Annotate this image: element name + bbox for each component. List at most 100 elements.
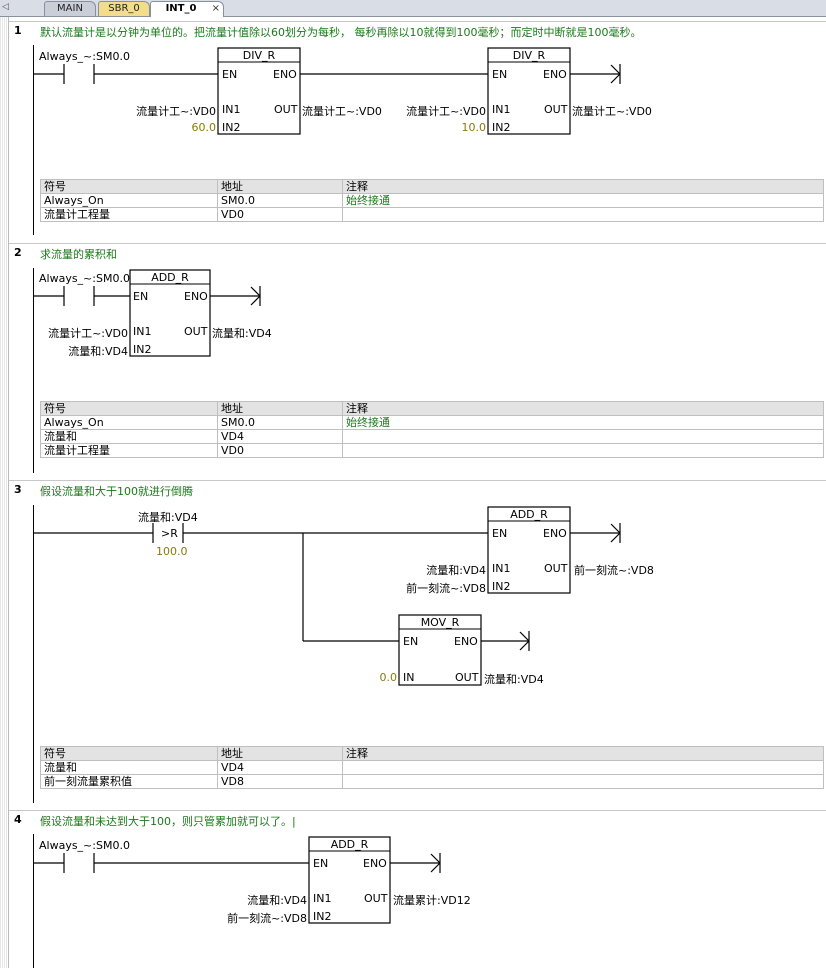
- operand-out[interactable]: 流量计工~:VD0: [302, 105, 382, 118]
- editor-tab-bar: ◁ MAIN SBR_0 INT_0 ×: [0, 0, 826, 17]
- operand-in1[interactable]: 流量计工~:VD0: [406, 105, 486, 118]
- pin-en: EN: [222, 68, 238, 81]
- tab-sbr-0[interactable]: SBR_0: [98, 1, 150, 16]
- div-r-box-2[interactable]: [487, 47, 571, 135]
- pin-in2: IN2: [313, 910, 332, 923]
- network-comment[interactable]: 假设流量和未达到大于100，则只管累加就可以了。|: [40, 815, 296, 828]
- power-rail: [33, 505, 34, 803]
- add-r-box-net4[interactable]: [308, 836, 391, 924]
- operand-out[interactable]: 流量计工~:VD0: [572, 105, 652, 118]
- network-separator: [9, 243, 826, 244]
- network-1-contact[interactable]: [34, 64, 218, 84]
- network-number: 4: [14, 813, 22, 826]
- add-r-box-net2[interactable]: [129, 269, 211, 357]
- operand-in2[interactable]: 60.0: [191, 121, 217, 134]
- pin-en: EN: [492, 68, 508, 81]
- col-header-comment: 注释: [342, 179, 824, 194]
- pin-eno: ENO: [543, 527, 567, 540]
- box-title: ADD_R: [330, 838, 369, 851]
- network-comment[interactable]: 求流量的累积和: [40, 248, 117, 261]
- mov-r-box-net3[interactable]: [398, 614, 482, 686]
- network-separator: [9, 480, 826, 481]
- compare-operator: >R: [161, 527, 178, 540]
- operand-in2[interactable]: 流量和:VD4: [68, 345, 128, 358]
- operand-in1[interactable]: 流量和:VD4: [247, 894, 307, 907]
- operand-out[interactable]: 流量累计:VD12: [393, 894, 471, 907]
- contact-label[interactable]: Always_~:SM0.0: [39, 839, 130, 852]
- operand-out[interactable]: 前一刻流~:VD8: [574, 564, 654, 577]
- pin-in1: IN1: [492, 562, 511, 575]
- contact-label[interactable]: Always_~:SM0.0: [39, 272, 130, 285]
- col-header-comment: 注释: [342, 746, 824, 761]
- tab-close-icon[interactable]: ×: [211, 3, 220, 14]
- operand-in2[interactable]: 10.0: [461, 121, 487, 134]
- box-title: ADD_R: [510, 508, 548, 521]
- operand-out[interactable]: 流量和:VD4: [484, 673, 544, 686]
- operand-in2[interactable]: 前一刻流~:VD8: [227, 912, 307, 925]
- network-comment[interactable]: 默认流量计是以分钟为单位的。把流量计值除以60划分为每秒， 每秒再除以10就得到…: [40, 26, 642, 39]
- add-r-box-net3[interactable]: [487, 506, 571, 594]
- col-header-address: 地址: [217, 401, 343, 416]
- pin-en: EN: [492, 527, 508, 540]
- pin-eno: ENO: [363, 857, 387, 870]
- pin-in1: IN1: [133, 325, 152, 338]
- operand-out[interactable]: 流量和:VD4: [212, 327, 272, 340]
- col-header-comment: 注释: [342, 401, 824, 416]
- pin-out: OUT: [544, 103, 568, 116]
- network-separator: [9, 21, 826, 22]
- operand-in1[interactable]: 流量计工~:VD0: [48, 327, 128, 340]
- pin-in2: IN2: [492, 580, 511, 593]
- pin-en: EN: [133, 290, 149, 303]
- tab-int-0[interactable]: INT_0 ×: [150, 1, 224, 17]
- col-header-symbol: 符号: [40, 179, 218, 194]
- pin-en: EN: [313, 857, 329, 870]
- pin-in1: IN1: [222, 103, 241, 116]
- network-comment[interactable]: 假设流量和大于100就进行倒腾: [40, 485, 193, 498]
- power-rail: [33, 268, 34, 473]
- left-gutter: [0, 17, 9, 968]
- tab-main[interactable]: MAIN: [44, 1, 96, 16]
- operand-in1[interactable]: 流量计工~:VD0: [136, 105, 216, 118]
- operand-in2[interactable]: 前一刻流~:VD8: [406, 582, 486, 595]
- operand-in1[interactable]: 流量和:VD4: [426, 564, 486, 577]
- pin-in1: IN1: [313, 892, 332, 905]
- pin-eno: ENO: [454, 635, 478, 648]
- box-title: MOV_R: [420, 616, 460, 629]
- tab-scroll-left-icon[interactable]: ◁: [2, 2, 9, 12]
- pin-eno: ENO: [273, 68, 297, 81]
- power-rail: [33, 45, 34, 235]
- pin-in2: IN2: [222, 121, 241, 134]
- pin-in1: IN1: [492, 103, 511, 116]
- pin-in: IN: [403, 671, 415, 684]
- col-header-address: 地址: [217, 179, 343, 194]
- pin-en: EN: [403, 635, 419, 648]
- box-title: DIV_R: [242, 49, 276, 62]
- compare-constant[interactable]: 100.0: [156, 545, 188, 558]
- contact-label[interactable]: Always_~:SM0.0: [39, 50, 130, 63]
- pin-out: OUT: [274, 103, 298, 116]
- pin-out: OUT: [364, 892, 388, 905]
- div-r-box-1[interactable]: [217, 47, 301, 135]
- pin-out: OUT: [544, 562, 568, 575]
- pin-eno: ENO: [184, 290, 208, 303]
- operand-in[interactable]: 0.0: [379, 671, 398, 684]
- network-number: 2: [14, 246, 22, 259]
- compare-label[interactable]: 流量和:VD4: [138, 511, 198, 524]
- network-separator: [9, 810, 826, 811]
- col-header-symbol: 符号: [40, 401, 218, 416]
- network-number: 3: [14, 483, 22, 496]
- power-rail: [33, 834, 34, 968]
- box-title: ADD_R: [151, 271, 189, 284]
- col-header-address: 地址: [217, 746, 343, 761]
